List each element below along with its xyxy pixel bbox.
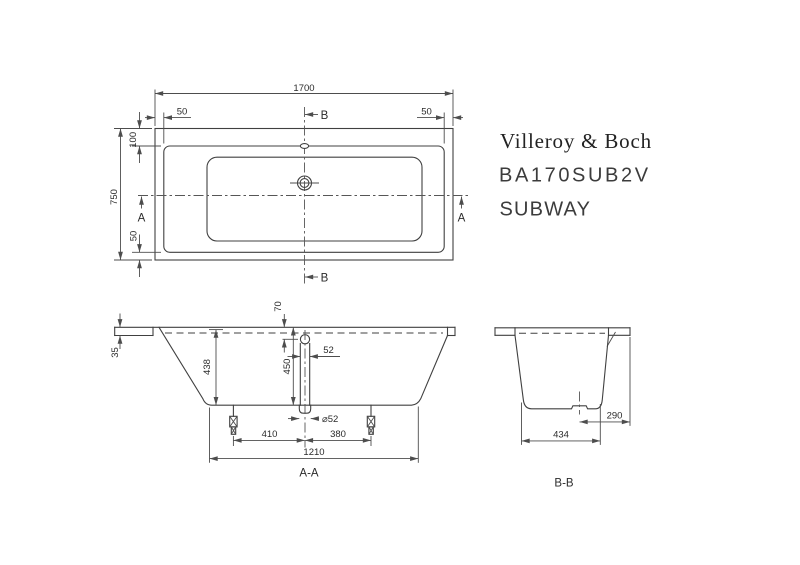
- section-marker-a-left-label: A: [138, 212, 146, 224]
- bb-dim-base-width: 434: [521, 402, 601, 445]
- product-model: BA170SUB2V: [499, 165, 651, 187]
- section-marker-b-bottom-label: B: [321, 272, 329, 284]
- aa-dim-rim-height: 35: [110, 313, 123, 358]
- section-aa-title: A-A: [299, 467, 319, 479]
- bb-rim: [494, 327, 631, 347]
- plan-dim-length: 1700: [154, 83, 454, 126]
- bb-overflow-tick: [606, 331, 616, 347]
- tub-rim-inner-outline: [163, 145, 445, 253]
- section-marker-b-top: B: [305, 110, 329, 122]
- aa-dim-waste-diameter-label: ⌀52: [322, 414, 338, 425]
- aa-tub-profile: [158, 326, 449, 406]
- adjustable-foot-right: [366, 404, 376, 435]
- plan-dim-head: 100: [114, 112, 161, 163]
- section-marker-b-top-label: B: [321, 110, 329, 122]
- aa-rim: [114, 326, 456, 337]
- aa-dim-waste-diameter: ⌀52: [288, 414, 338, 425]
- aa-dim-inner-depth: 438: [202, 329, 223, 406]
- aa-dim-overflow-depth-label: 70: [273, 301, 284, 312]
- drain-symbol: [290, 175, 319, 191]
- aa-dim-inner-depth-label: 438: [202, 359, 213, 375]
- aa-dim-base-length-label: 1210: [303, 447, 324, 458]
- aa-dim-base-length: 1210: [209, 406, 419, 463]
- overflow-hole: [299, 143, 310, 149]
- section-marker-a-left: A: [138, 196, 146, 224]
- aa-dim-overflow-depth: 70: [273, 301, 298, 353]
- product-series: SUBWAY: [500, 199, 592, 221]
- plan-dim-head-label: 100: [128, 132, 139, 148]
- aa-dim-foot-spacing: 410 380: [232, 429, 372, 446]
- plan-dim-edge-left: 50: [145, 106, 191, 144]
- plan-dim-foot: 50: [114, 231, 161, 277]
- brand-logo: Villeroy & Boch: [500, 129, 652, 153]
- aa-dim-center-depth: 450: [282, 327, 296, 406]
- plan-dim-edge-right-label: 50: [421, 106, 432, 117]
- bb-dim-center-to-edge: 290: [579, 337, 631, 426]
- tub-floor-outline: [206, 156, 423, 242]
- section-marker-a-right: A: [458, 196, 466, 224]
- section-aa-view: 35 70 438 450 52 ⌀52: [110, 301, 456, 479]
- bb-tub-profile: [514, 334, 610, 410]
- plan-dim-foot-label: 50: [128, 231, 139, 242]
- aa-dim-center-depth-label: 450: [282, 359, 293, 375]
- plan-dim-edge-left-label: 50: [177, 106, 188, 117]
- aa-dim-waste-width: 52: [287, 345, 340, 359]
- plan-dim-edge-right: 50: [417, 106, 463, 144]
- plan-view: 1700 50 50 100: [109, 83, 469, 286]
- section-marker-b-bottom: B: [305, 272, 329, 284]
- plan-dim-width: 750: [109, 128, 123, 260]
- section-bb-title: B-B: [554, 477, 574, 489]
- aa-dim-right-foot-label: 380: [330, 429, 346, 440]
- section-marker-a-right-label: A: [458, 212, 466, 224]
- aa-dim-rim-height-label: 35: [110, 347, 121, 358]
- plan-dim-length-label: 1700: [293, 83, 314, 94]
- plan-dim-width-label: 750: [109, 189, 120, 205]
- adjustable-foot-left: [229, 404, 238, 435]
- tub-outer-outline: [154, 127, 454, 261]
- aa-dim-waste-width-label: 52: [323, 345, 334, 356]
- section-bb-view: 290 434 B-B: [494, 327, 631, 489]
- aa-dim-left-foot-label: 410: [262, 429, 278, 440]
- bb-dim-base-width-label: 434: [553, 429, 569, 440]
- brand-block: Villeroy & Boch BA170SUB2V SUBWAY: [499, 129, 652, 221]
- bb-dim-center-to-edge-label: 290: [607, 410, 623, 421]
